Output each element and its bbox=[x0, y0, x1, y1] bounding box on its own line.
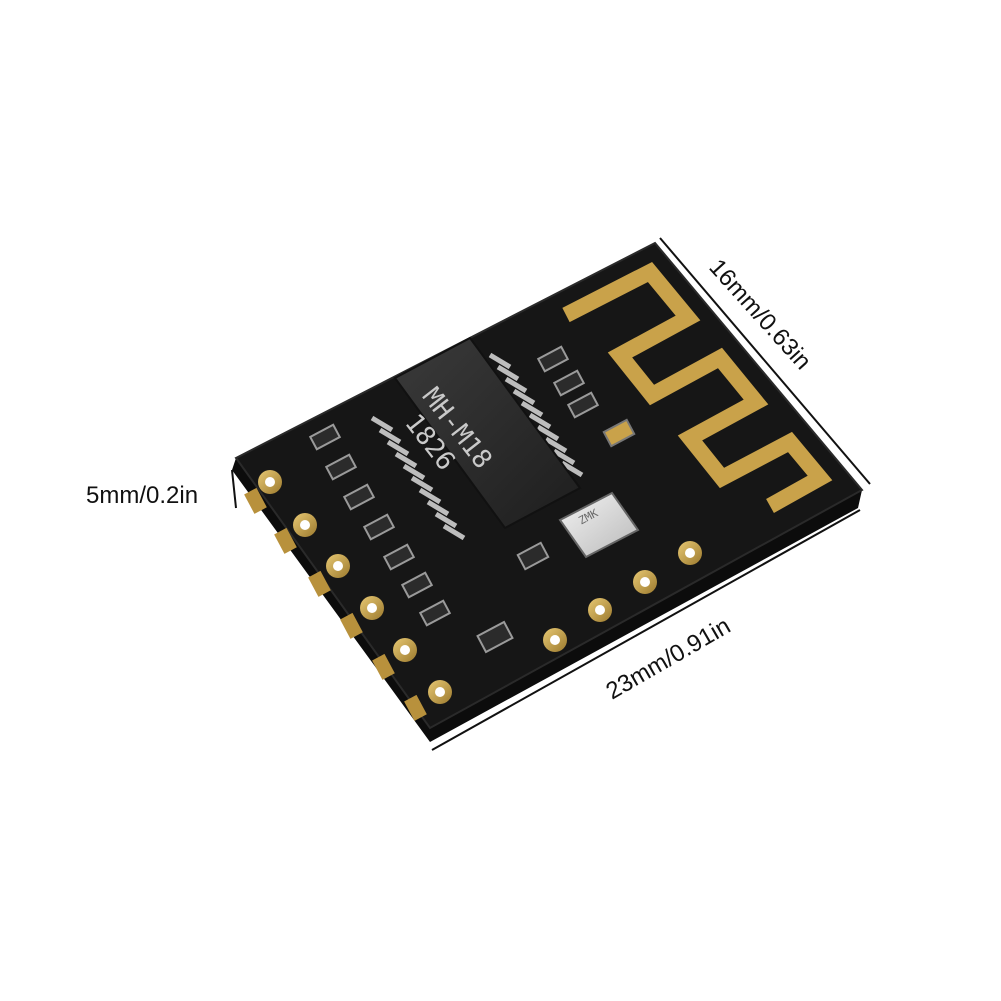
width-dimension-line bbox=[431, 509, 861, 751]
antenna-trace bbox=[562, 261, 833, 513]
smd-components bbox=[308, 345, 636, 654]
depth-dimension-line bbox=[659, 237, 871, 485]
crystal-oscillator bbox=[558, 491, 640, 559]
main-ic-chip bbox=[393, 336, 582, 530]
edge-castellations bbox=[244, 487, 427, 721]
height-dimension-line bbox=[231, 469, 237, 509]
height-dimension-label: 5mm/0.2in bbox=[86, 482, 198, 509]
bottom-pin-pads bbox=[543, 541, 702, 652]
chip-pins bbox=[370, 352, 584, 541]
left-pin-pads bbox=[258, 470, 452, 704]
